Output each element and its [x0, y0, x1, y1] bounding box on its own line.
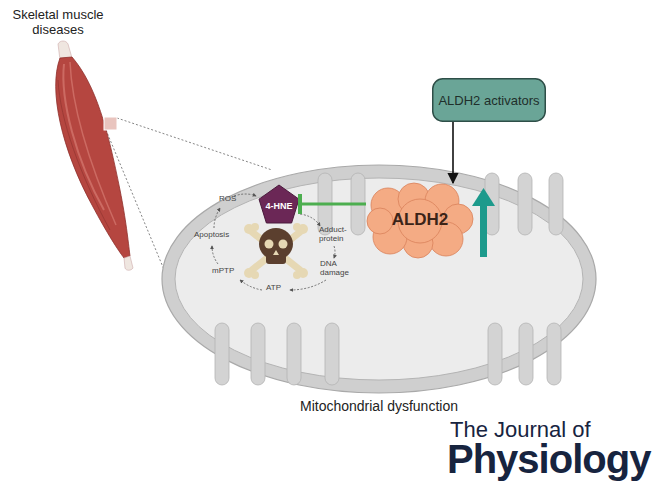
tendon — [124, 256, 133, 270]
mitochondrion-shape — [162, 165, 596, 393]
cycle-label: Apoptosis — [194, 230, 238, 239]
toxin-pentagon: 4-HNE — [258, 184, 300, 224]
zoom-patch — [104, 117, 117, 130]
node-text: ALDH2 — [366, 183, 474, 257]
pentagon-outline — [259, 185, 299, 223]
inhibition-line — [300, 203, 366, 206]
increase-arrow — [472, 188, 495, 257]
box-outline — [433, 79, 546, 122]
muscle-belly — [56, 57, 130, 258]
node-text: 4-HNE — [258, 192, 300, 220]
figure-title: Skeletal muscle diseases — [2, 8, 114, 38]
muscle-stripe — [70, 62, 116, 225]
cycle-arrow — [214, 208, 220, 228]
node-text: ALDH2 activators — [438, 78, 540, 122]
cycle-label: Adduct-protein — [319, 225, 353, 243]
cycle-arrow — [212, 246, 218, 264]
zoom-line — [117, 118, 272, 170]
enzyme-outline — [367, 183, 473, 258]
node-text: Mitochondrial dysfunction — [160, 395, 598, 417]
journal-logo: Physiology — [447, 439, 667, 479]
activator-box: ALDH2 activators — [432, 78, 546, 122]
muscle-stripe — [58, 80, 110, 230]
cycle-label: mPTP — [212, 266, 242, 275]
skull-crossbones — [244, 223, 308, 279]
enzyme-blob: ALDH2 — [366, 183, 474, 257]
cycle-arrow — [234, 194, 256, 196]
cycle-label: ATP — [266, 283, 290, 292]
activation-arrow — [452, 122, 454, 183]
cycle-arrow — [290, 280, 326, 290]
cycle-arrow — [334, 246, 335, 258]
cycle-label: DNA damage — [320, 259, 354, 277]
cycle-arrow — [240, 280, 262, 290]
cycle-label: ROS — [219, 194, 243, 203]
